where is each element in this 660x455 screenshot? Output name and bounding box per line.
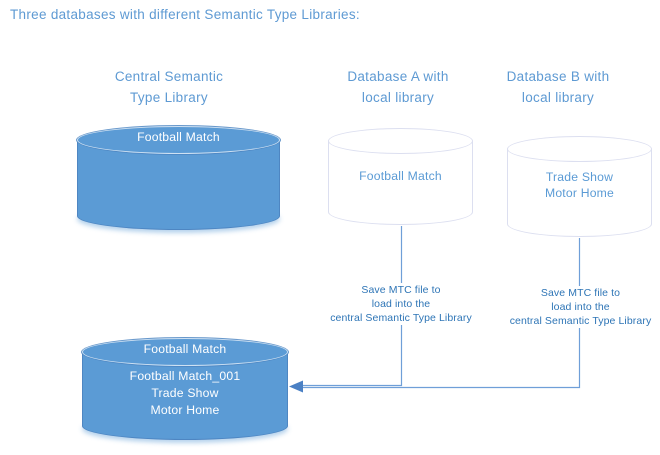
database-b-type-2: Motor Home: [544, 186, 615, 200]
column-header-database-b: Database B with local library: [487, 66, 629, 108]
column-header-central-line2: Type Library: [130, 90, 208, 105]
cylinder-database-a: Football Match: [328, 128, 473, 225]
connector-database-a: [303, 226, 403, 387]
database-b-type-1: Trade Show: [545, 170, 614, 184]
save-note-database-b: Save MTC file to load into the central S…: [503, 286, 658, 328]
arrowhead-left-icon: [289, 380, 303, 393]
save-note-database-a: Save MTC file to load into the central S…: [322, 283, 480, 325]
merged-type-3: Motor Home: [150, 403, 220, 417]
cylinder-merged-library: Football Match Football Match_001 Trade …: [82, 338, 288, 440]
merged-type-2: Trade Show: [151, 386, 219, 400]
column-header-database-a-line2: local library: [361, 90, 435, 105]
database-b-content: Trade Show Motor Home: [507, 169, 652, 201]
cylinder-top-ellipse: [82, 338, 288, 366]
column-header-database-b-line1: Database B with: [506, 69, 610, 84]
merged-library-label: Football Match: [143, 342, 227, 356]
cylinder-central-library: Football Match: [77, 126, 280, 230]
database-a-type: Football Match: [359, 169, 442, 183]
merged-library-content: Football Match_001 Trade Show Motor Home: [82, 368, 288, 419]
cylinder-top-ellipse: [328, 128, 473, 154]
diagram-title: Three databases with different Semantic …: [10, 7, 360, 22]
cylinder-database-b: Trade Show Motor Home: [507, 136, 652, 237]
database-a-content: Football Match: [328, 169, 473, 183]
column-header-database-a: Database A with local library: [327, 66, 469, 108]
column-header-central: Central Semantic Type Library: [98, 66, 240, 108]
save-note-a-line3: central Semantic Type Library: [330, 312, 472, 324]
column-header-database-a-line1: Database A with: [347, 69, 449, 84]
column-header-database-b-line2: local library: [521, 90, 595, 105]
save-note-a-line2: load into the: [371, 298, 431, 310]
save-note-b-line1: Save MTC file to: [540, 287, 621, 299]
cylinder-top-ellipse: [507, 136, 652, 162]
central-library-label: Football Match: [137, 130, 220, 144]
cylinder-top-ellipse: [77, 126, 280, 154]
save-note-b-line2: load into the: [551, 301, 610, 313]
column-header-central-line1: Central Semantic: [114, 69, 224, 84]
save-note-a-line1: Save MTC file to: [361, 284, 441, 296]
save-note-b-line3: central Semantic Type Library: [509, 315, 652, 327]
merged-type-1: Football Match_001: [129, 369, 241, 383]
